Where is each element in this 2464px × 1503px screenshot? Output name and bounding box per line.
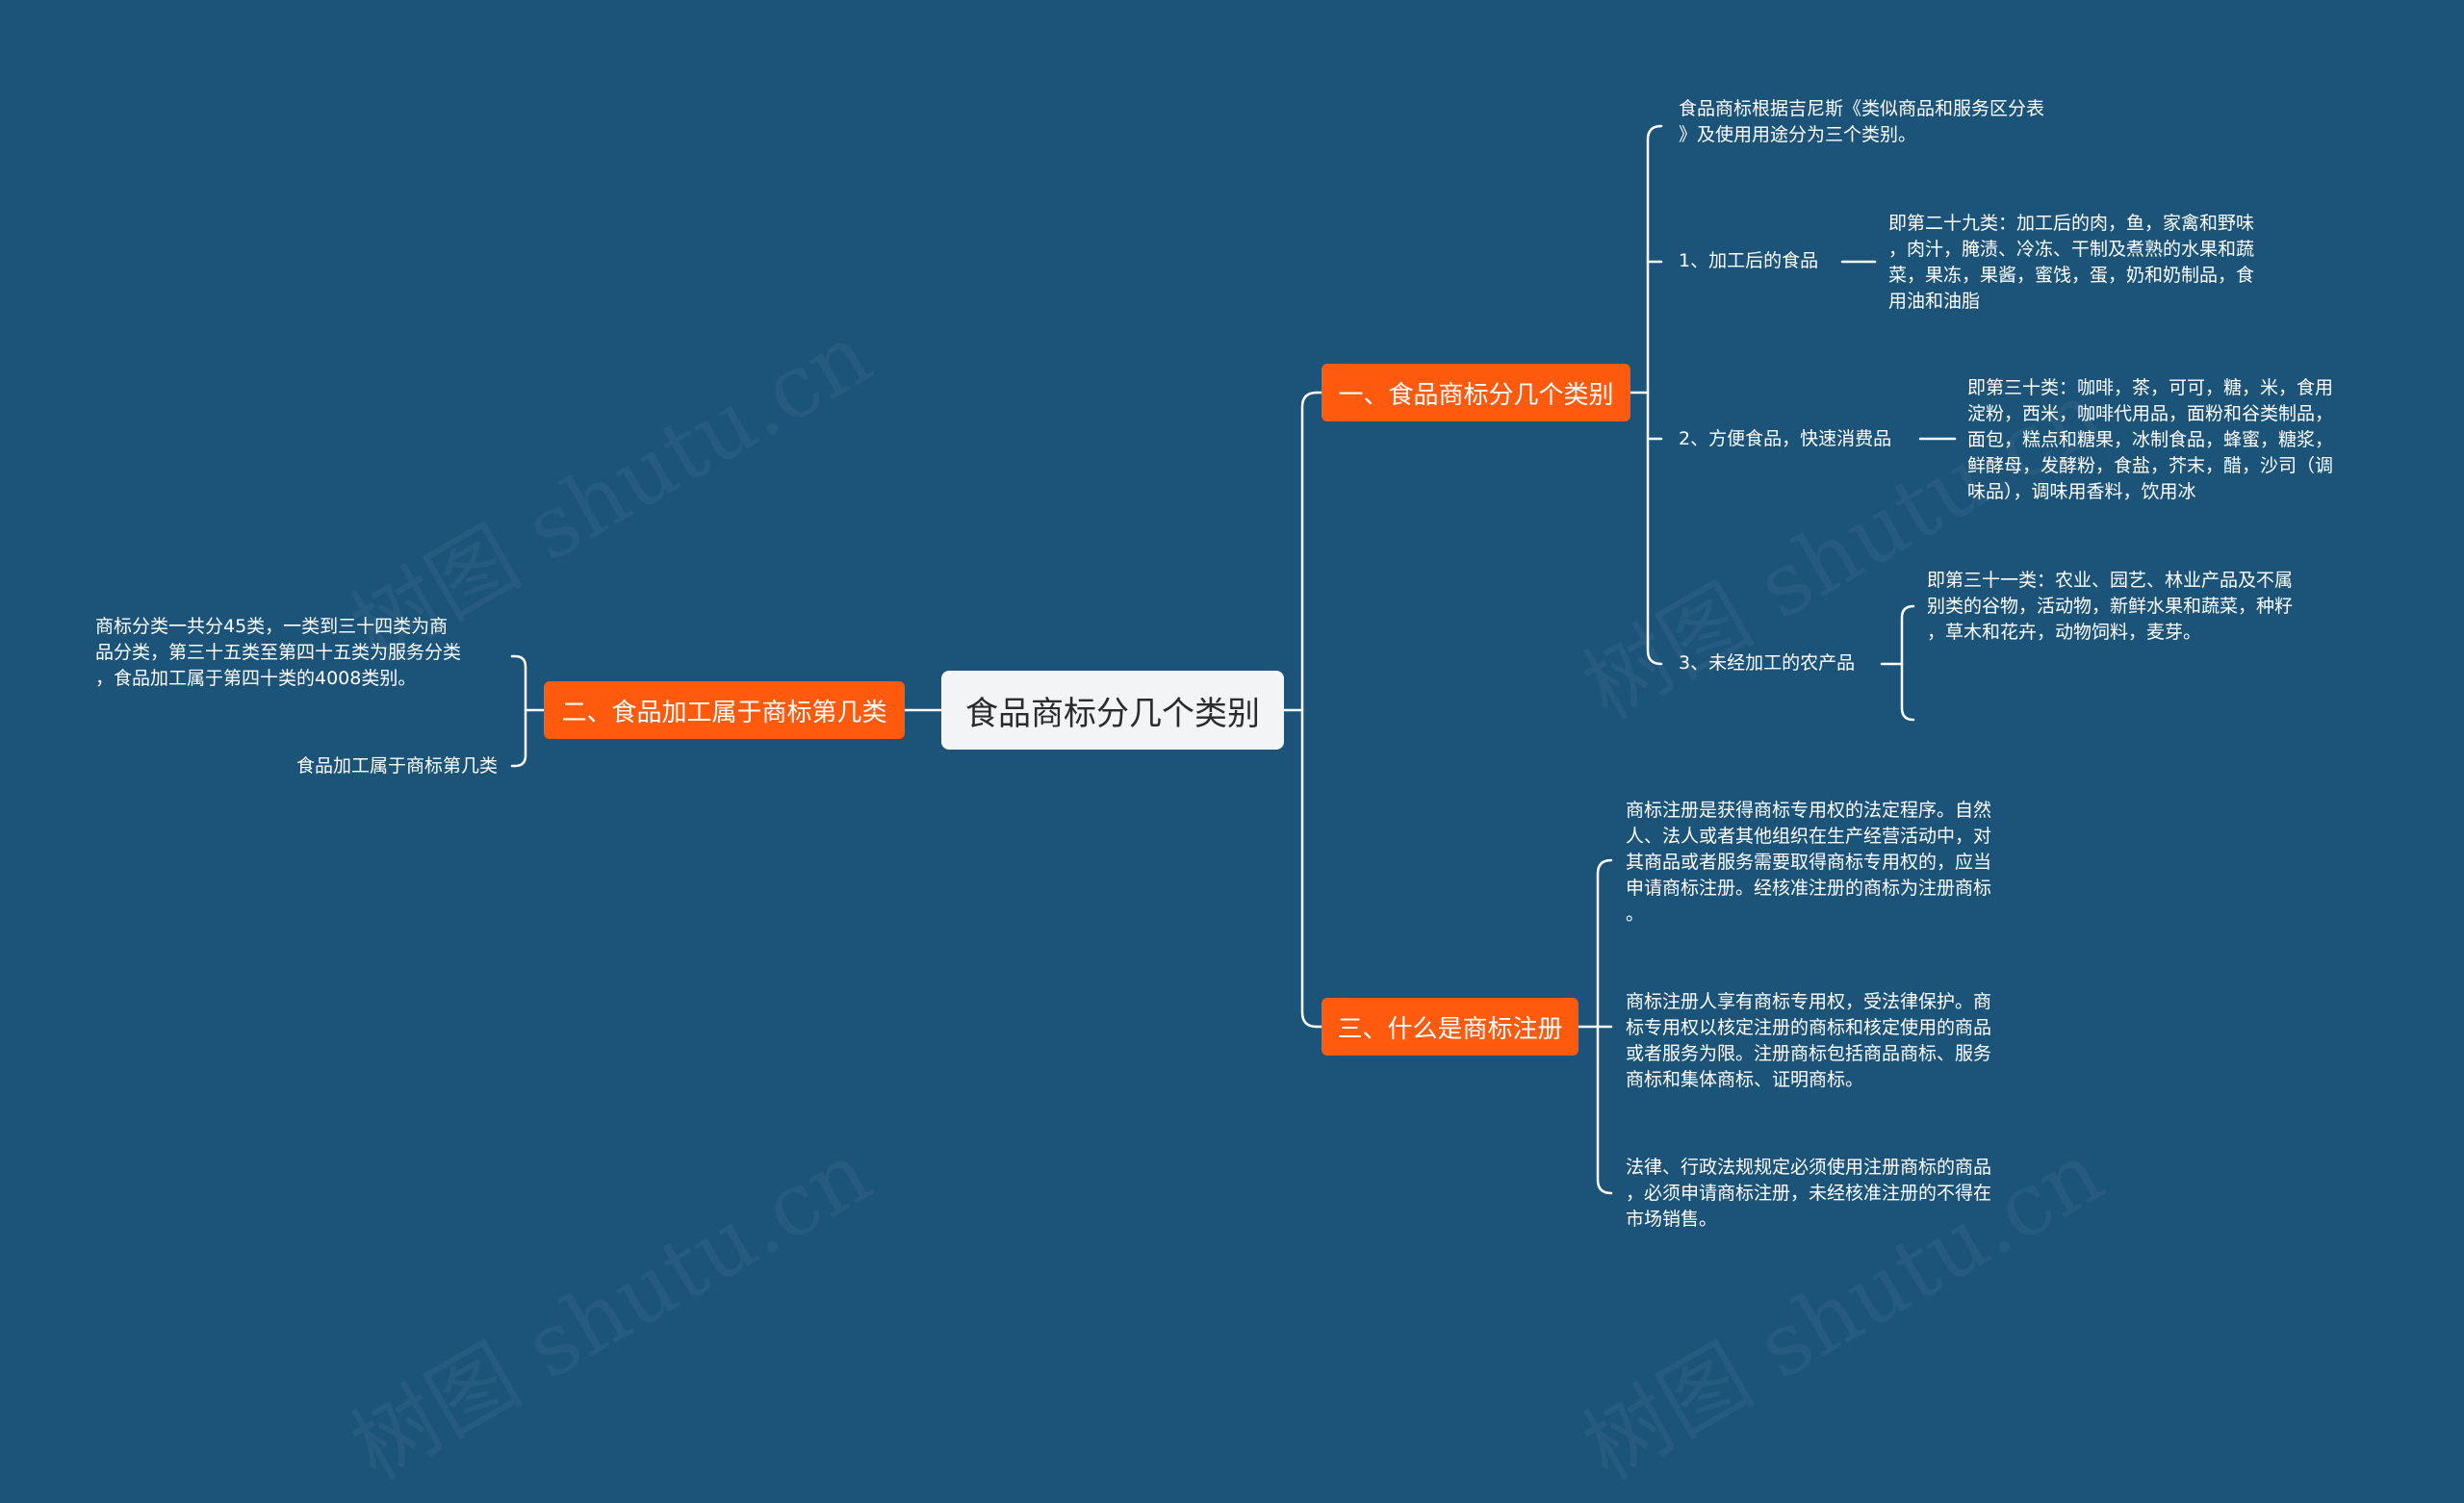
item-convenience-food[interactable]: 2、方便食品，快速消费品: [1679, 428, 1892, 449]
item-unprocessed-agricultural[interactable]: 3、未经加工的农产品: [1679, 652, 1856, 674]
branch-food-trademark-categories[interactable]: 一、食品商标分几个类别: [1322, 364, 1630, 421]
branch3-rights-text: 商标注册人享有商标专用权，受法律保护。商 标专用权以核定注册的商标和核定使用的商…: [1626, 991, 1992, 1090]
root-topic[interactable]: 食品商标分几个类别: [941, 671, 1284, 750]
branch2-summary-text: 食品加工属于商标第几类: [295, 755, 498, 777]
item-convenience-food-detail: 即第三十类：咖啡，茶，可可，糖，米，食用 淀粉，西米，咖啡代用品，面粉和谷类制品…: [1967, 377, 2334, 502]
branch3-definition-text: 商标注册是获得商标专用权的法定程序。自然 人、法人或者其他组织在生产经营活动中，…: [1626, 800, 1992, 925]
branch-what-is-trademark-registration[interactable]: 三、什么是商标注册: [1322, 998, 1578, 1056]
item-processed-food-detail: 即第二十九类：加工后的肉，鱼，家禽和野味 ，肉汁，腌渍、冷冻、干制及煮熟的水果和…: [1888, 213, 2255, 312]
branch2-class-text: 商标分类一共分45类，一类到三十四类为商 品分类，第三十五类至第四十五类为服务分…: [95, 616, 462, 689]
branch3-mandatory-text: 法律、行政法规规定必须使用注册商标的商品 ，必须申请商标注册，未经核准注册的不得…: [1626, 1157, 1992, 1230]
item-processed-food[interactable]: 1、加工后的食品: [1679, 250, 1819, 271]
branch-food-processing-class[interactable]: 二、食品加工属于商标第几类: [544, 681, 905, 739]
item-unprocessed-agricultural-detail: 即第三十一类：农业、园艺、林业产品及不属 别类的谷物，活动物，新鲜水果和蔬菜，种…: [1927, 570, 2294, 643]
branch1-intro-text: 食品商标根据吉尼斯《类似商品和服务区分表 》及使用用途分为三个类别。: [1679, 98, 2045, 145]
